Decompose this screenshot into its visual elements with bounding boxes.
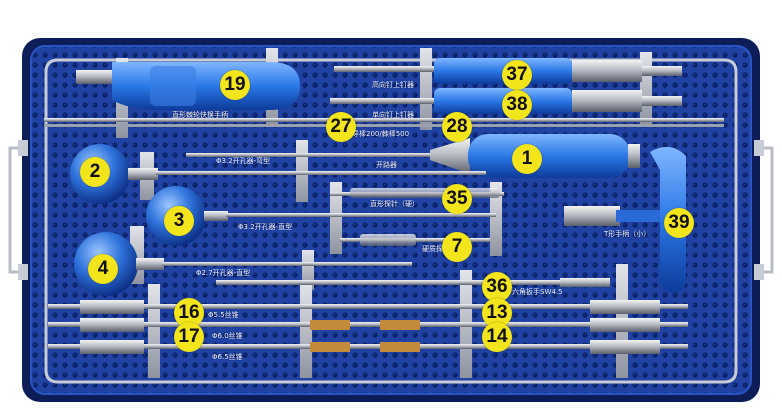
badge-16: 16 — [174, 298, 204, 328]
hex-wrench — [216, 278, 610, 287]
badge-1: 1 — [512, 144, 542, 174]
badge-2: 2 — [80, 157, 110, 187]
badge-28: 28 — [442, 112, 472, 142]
label-4: Φ2.7开孔器-直型 — [196, 269, 251, 277]
rods — [44, 118, 724, 127]
badge-27: 27 — [326, 112, 356, 142]
ratchet-quick-handle — [76, 62, 300, 110]
badge-14: 14 — [482, 322, 512, 352]
label-2: Φ3.2开孔器-弯型 — [216, 157, 271, 165]
label-17: Φ6.0丝锥 — [212, 332, 243, 340]
label-37: 高向钉上钉器 — [372, 81, 414, 89]
ball-openers — [70, 144, 496, 296]
badge-39: 39 — [664, 208, 694, 238]
badge-4: 4 — [88, 254, 118, 284]
label-16: Φ5.5丝锥 — [208, 311, 239, 319]
badge-36: 36 — [482, 272, 512, 302]
label-36: 六角扳手SW4.5 — [512, 288, 563, 296]
label-3: Φ3.2开孔器-直型 — [238, 223, 293, 231]
badge-17: 17 — [174, 322, 204, 352]
label-38: 单向钉上钉器 — [372, 111, 414, 119]
taps — [48, 300, 688, 354]
label-7: 硬质探针 — [422, 245, 450, 253]
badge-38: 38 — [502, 90, 532, 120]
badge-37: 37 — [502, 60, 532, 90]
label-27-28: 导棒200/棘棒500 — [352, 130, 410, 138]
label-35: 直形探针（硬） — [370, 200, 419, 208]
label-39: T形手柄（小） — [604, 230, 651, 238]
label-1: 开路器 — [376, 161, 397, 169]
badge-19: 19 — [220, 70, 250, 100]
label-19: 直形棘轮快换手柄 — [172, 111, 228, 119]
awl — [186, 134, 640, 178]
badge-3: 3 — [164, 206, 194, 236]
label-14: Φ6.5丝锥 — [212, 353, 243, 361]
badge-35: 35 — [442, 184, 472, 214]
badge-7: 7 — [442, 232, 472, 262]
